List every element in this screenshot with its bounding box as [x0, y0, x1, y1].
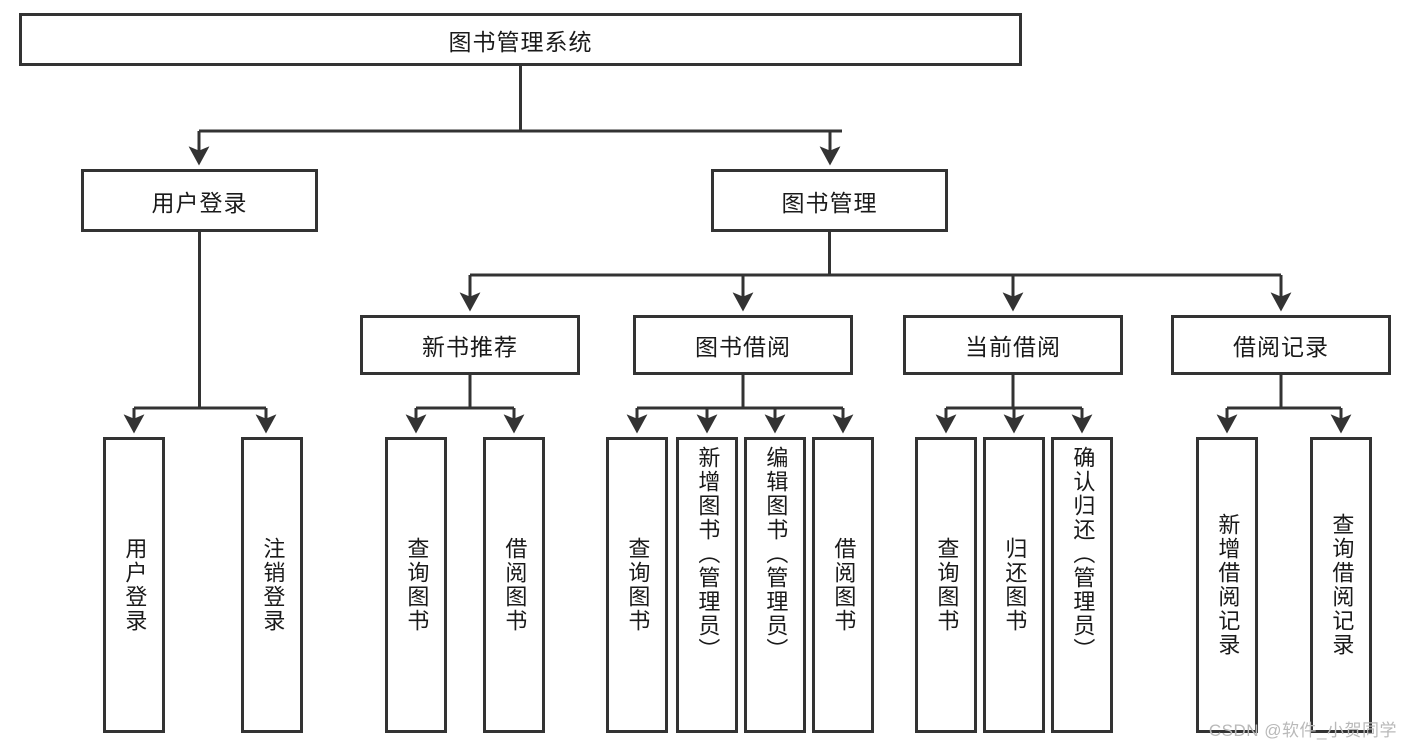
node-label: 查询图书 — [404, 537, 430, 633]
node-label: 注销登录 — [260, 537, 286, 633]
leaf-borrow-record-add[interactable]: 新增借阅记录 — [1196, 437, 1258, 733]
leaf-book-borrow-add[interactable]: 新增图书（管理员） — [676, 437, 738, 733]
leaf-current-borrow-return[interactable]: 归还图书 — [983, 437, 1045, 733]
node-borrow-records[interactable]: 借阅记录 — [1171, 315, 1391, 375]
leaf-new-book-query[interactable]: 查询图书 — [385, 437, 447, 733]
node-label: 当前借阅 — [965, 334, 1061, 360]
node-new-book-recommend[interactable]: 新书推荐 — [360, 315, 580, 375]
node-label: 图书借阅 — [695, 334, 791, 360]
node-label: 新书推荐 — [422, 334, 518, 360]
node-label: 图书管理系统 — [448, 28, 593, 55]
node-label: 新增借阅记录 — [1215, 513, 1241, 657]
leaf-borrow-record-query[interactable]: 查询借阅记录 — [1310, 437, 1372, 733]
node-label: 归还图书 — [1002, 537, 1028, 633]
leaf-book-borrow-edit[interactable]: 编辑图书（管理员） — [744, 437, 806, 733]
node-label: 编辑图书（管理员） — [763, 446, 789, 662]
node-label: 借阅图书 — [502, 537, 528, 633]
node-label: 查询借阅记录 — [1329, 513, 1355, 657]
leaf-book-borrow-query[interactable]: 查询图书 — [606, 437, 668, 733]
node-label: 确认归还（管理员） — [1070, 446, 1096, 662]
leaf-user-login-login[interactable]: 用户登录 — [103, 437, 165, 733]
leaf-new-book-borrow[interactable]: 借阅图书 — [483, 437, 545, 733]
node-label: 查询图书 — [625, 537, 651, 633]
node-label: 借阅图书 — [831, 537, 857, 633]
node-label: 新增图书（管理员） — [695, 446, 721, 662]
leaf-user-login-logout[interactable]: 注销登录 — [241, 437, 303, 733]
leaf-book-borrow-borrow[interactable]: 借阅图书 — [812, 437, 874, 733]
node-label: 用户登录 — [151, 189, 248, 216]
node-label: 用户登录 — [122, 537, 148, 633]
node-label: 查询图书 — [934, 537, 960, 633]
node-user-login[interactable]: 用户登录 — [81, 169, 318, 232]
node-label: 图书管理 — [781, 189, 878, 216]
leaf-current-borrow-query[interactable]: 查询图书 — [915, 437, 977, 733]
node-label: 借阅记录 — [1233, 334, 1329, 360]
node-book-management[interactable]: 图书管理 — [711, 169, 948, 232]
node-book-borrow[interactable]: 图书借阅 — [633, 315, 853, 375]
node-current-borrow[interactable]: 当前借阅 — [903, 315, 1123, 375]
csdn-watermark: CSDN @软件_小贺同学 — [1208, 721, 1397, 740]
node-root-system[interactable]: 图书管理系统 — [19, 13, 1022, 66]
leaf-current-borrow-confirm-return[interactable]: 确认归还（管理员） — [1051, 437, 1113, 733]
